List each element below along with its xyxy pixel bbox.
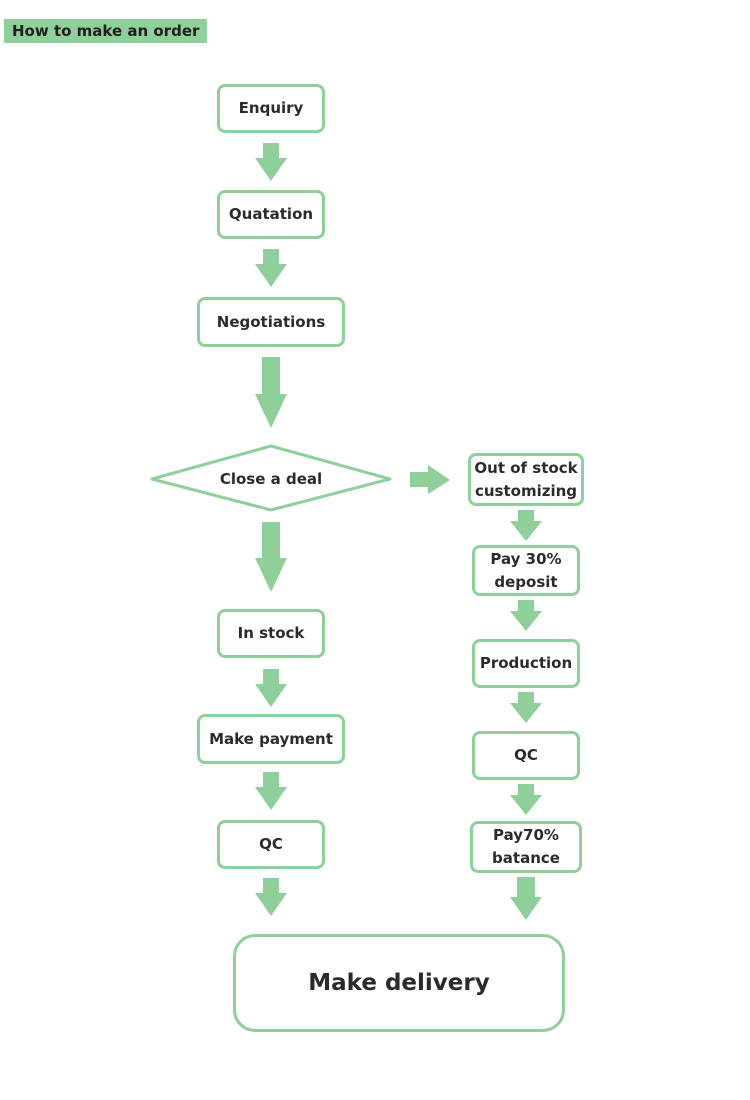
decision-close-deal: Close a deal — [219, 470, 323, 488]
arrow-down-icon — [255, 357, 287, 428]
step-out-of-stock: Out of stock customizing — [468, 453, 584, 506]
decision-diamond — [150, 444, 392, 512]
step-pay-balance: Pay70% batance — [470, 821, 582, 873]
step-qc-custom: QC — [472, 731, 580, 780]
arrow-down-icon — [255, 249, 287, 287]
step-quotation: Quatation — [217, 190, 325, 239]
step-enquiry: Enquiry — [217, 84, 325, 133]
arrow-down-icon — [255, 143, 287, 181]
arrow-down-icon — [255, 878, 287, 916]
page-title: How to make an order — [4, 19, 207, 43]
arrow-down-icon — [255, 669, 287, 707]
arrow-down-icon — [510, 692, 542, 723]
step-qc-in-stock: QC — [217, 820, 325, 869]
arrow-down-icon — [255, 772, 287, 810]
arrow-down-icon — [510, 784, 542, 815]
arrow-down-icon — [510, 877, 542, 920]
step-make-payment: Make payment — [197, 714, 345, 764]
arrow-right-icon — [410, 465, 450, 494]
step-production: Production — [472, 639, 580, 688]
step-make-delivery: Make delivery — [233, 934, 565, 1032]
arrow-down-icon — [510, 510, 542, 541]
step-pay-deposit: Pay 30% deposit — [472, 545, 580, 596]
arrow-down-icon — [510, 600, 542, 631]
step-negotiations: Negotiations — [197, 297, 345, 347]
arrow-down-icon — [255, 522, 287, 592]
step-in-stock: In stock — [217, 609, 325, 658]
